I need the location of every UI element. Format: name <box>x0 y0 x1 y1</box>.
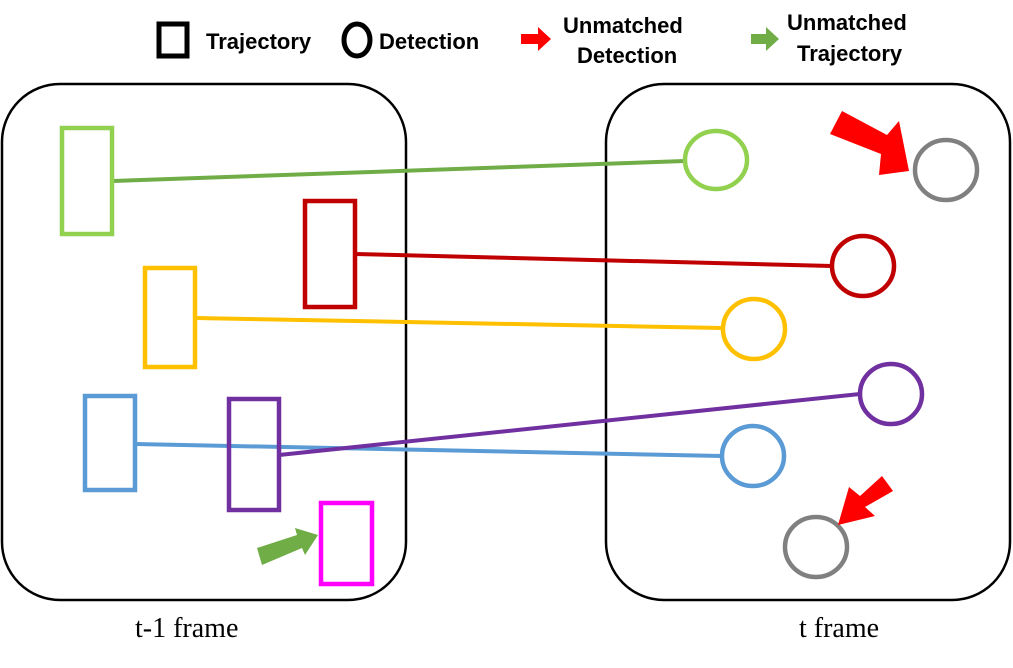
legend-unmatched-detection-label-line2: Detection <box>577 43 677 68</box>
legend-unmatched-trajectory-label-line1: Unmatched <box>787 10 907 35</box>
detection-circle-red <box>829 233 897 299</box>
match-line-yellow <box>194 316 724 330</box>
unmatched-detection-arrow-bottom <box>838 476 893 525</box>
legend-trajectory-label: Trajectory <box>206 29 312 54</box>
detection-circle-yellow <box>720 296 788 362</box>
frame-t-minus-1-box <box>0 82 408 602</box>
detections <box>682 128 980 580</box>
unmatched-detection-arrow-top <box>830 111 909 175</box>
detection-circle-gray-bottom-unmatched <box>782 514 850 580</box>
legend-trajectory-icon <box>156 21 190 59</box>
detection-circle-blue <box>719 423 787 489</box>
legend-detection-icon <box>341 21 373 59</box>
match-line-red <box>354 252 833 268</box>
legend: Trajectory Detection Unmatched Detection… <box>156 10 907 68</box>
frame-label-t-minus-1: t-1 frame <box>135 613 238 644</box>
legend-unmatched-detection-arrow-icon <box>521 27 551 51</box>
detection-circle-gray-top-unmatched <box>912 137 980 203</box>
trajectories <box>59 125 375 587</box>
legend-detection-label: Detection <box>379 29 479 54</box>
trajectory-box-green <box>59 125 115 237</box>
legend-unmatched-trajectory-label-line2: Trajectory <box>797 41 903 66</box>
detection-circle-purple <box>857 361 925 427</box>
detection-circle-green <box>682 128 750 192</box>
association-lines <box>111 159 861 458</box>
trajectory-box-red <box>302 198 358 310</box>
frame-t-box <box>604 82 1012 602</box>
trajectory-box-blue <box>82 393 138 493</box>
unmatched-trajectory-arrow <box>257 528 318 565</box>
unmatched-arrows <box>257 111 909 565</box>
legend-unmatched-detection-label-line1: Unmatched <box>563 13 683 38</box>
trajectory-box-yellow <box>142 265 198 370</box>
match-line-purple <box>278 392 861 457</box>
legend-unmatched-trajectory-arrow-icon <box>751 27 779 51</box>
match-line-blue <box>134 442 723 458</box>
trajectory-box-magenta-unmatched <box>318 500 375 587</box>
match-line-green <box>111 159 686 183</box>
trajectory-box-purple <box>226 396 282 513</box>
frame-label-t: t frame <box>799 613 879 644</box>
